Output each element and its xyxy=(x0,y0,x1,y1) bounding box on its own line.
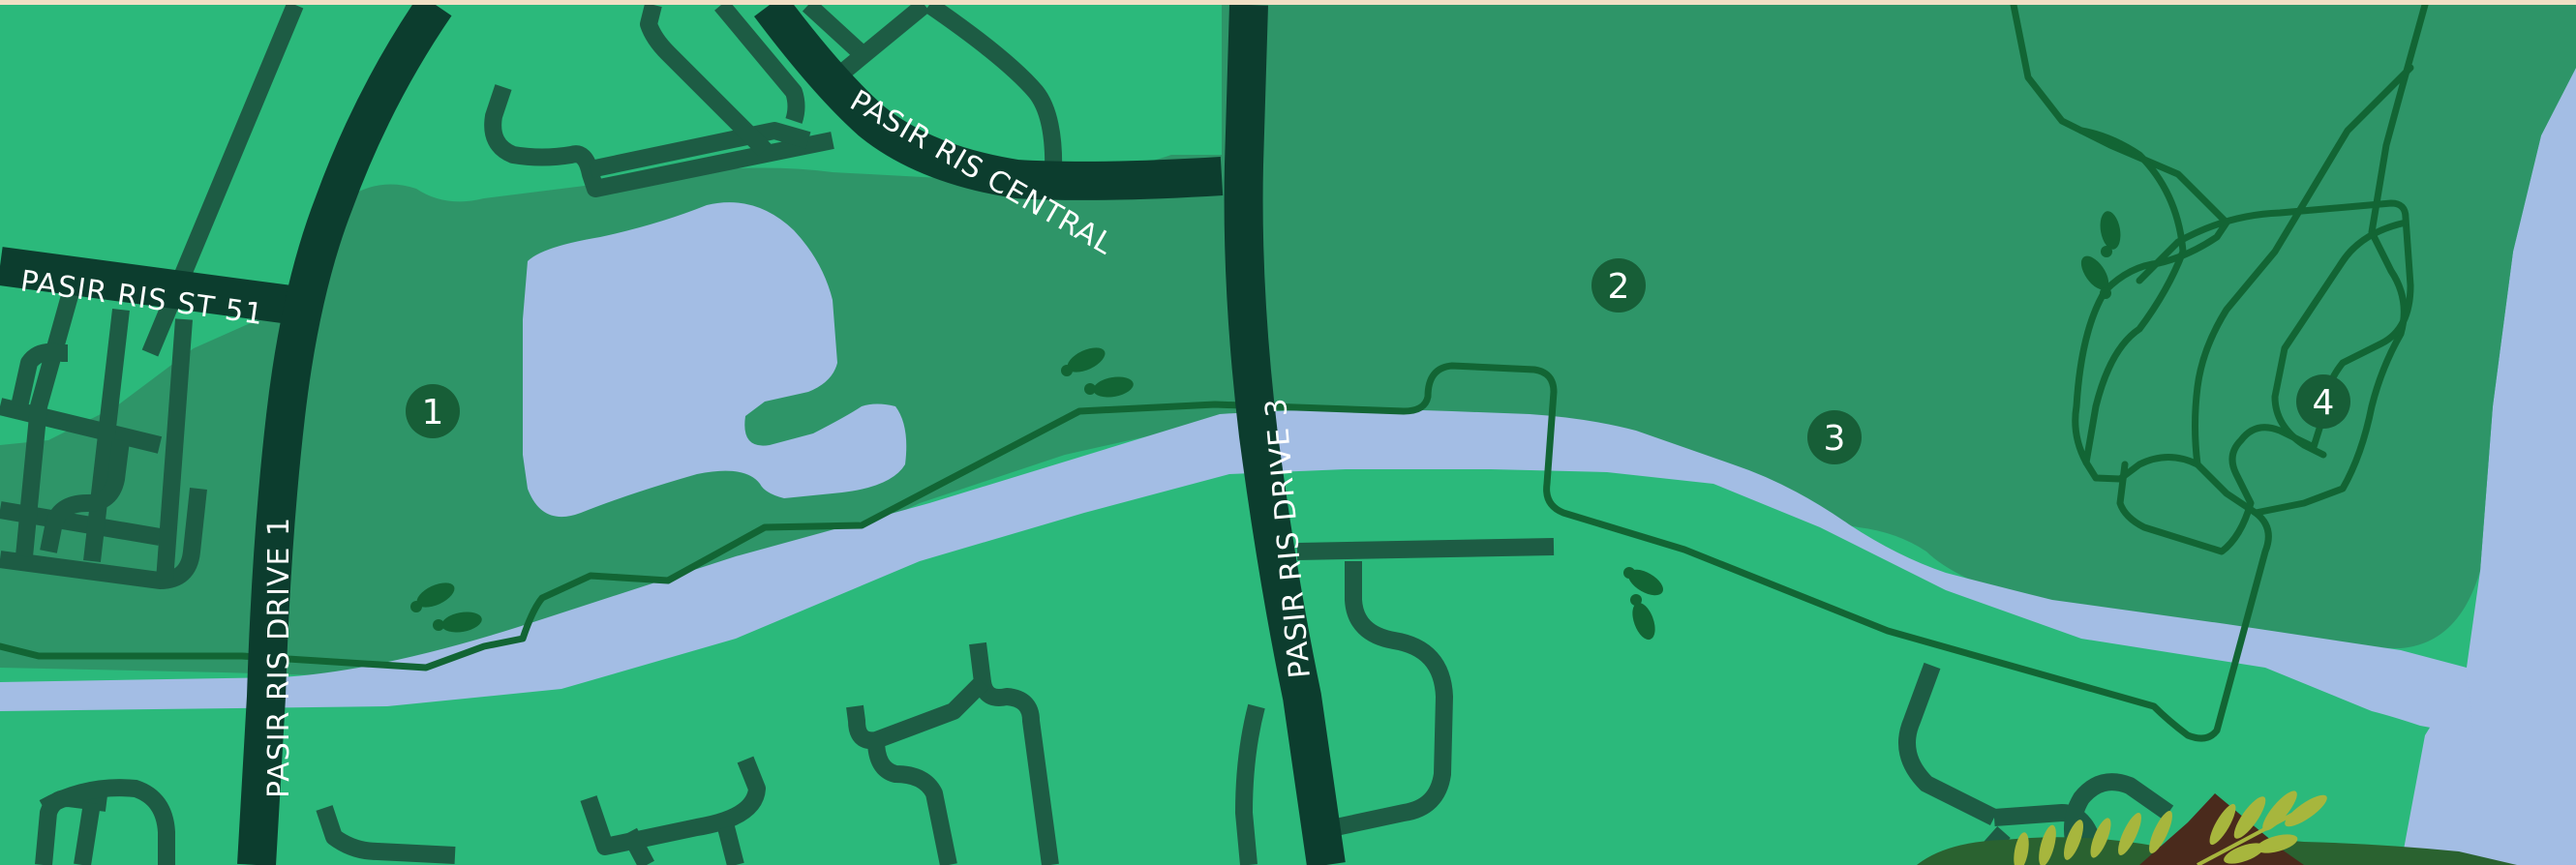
major-roads xyxy=(0,5,1346,865)
marker-1[interactable]: 1 xyxy=(406,384,460,438)
park-map: PASIR RIS ST 51 PASIR RIS DRIVE 1 PASIR … xyxy=(0,5,2576,865)
map-canvas: PASIR RIS ST 51 PASIR RIS DRIVE 1 PASIR … xyxy=(0,5,2576,865)
footprints-icon xyxy=(1623,567,1664,641)
lake xyxy=(523,202,907,518)
marker-2-label: 2 xyxy=(1608,267,1630,307)
sea-water xyxy=(2401,68,2576,865)
forest-zone-east xyxy=(1222,5,2576,648)
footprints-icon xyxy=(2080,211,2121,299)
footprints-icon xyxy=(1061,347,1134,398)
marker-4[interactable]: 4 xyxy=(2296,374,2350,429)
marker-3[interactable]: 3 xyxy=(1807,410,1862,464)
marker-1-label: 1 xyxy=(422,393,444,432)
road-label-pasir-ris-drive-1: PASIR RIS DRIVE 1 xyxy=(262,517,296,798)
footprints-icon xyxy=(410,582,482,633)
river xyxy=(0,409,2473,735)
marker-4-label: 4 xyxy=(2313,383,2335,423)
marker-3-label: 3 xyxy=(1824,419,1846,459)
marker-2[interactable]: 2 xyxy=(1591,258,1646,313)
foliage-decoration xyxy=(1917,790,2517,865)
